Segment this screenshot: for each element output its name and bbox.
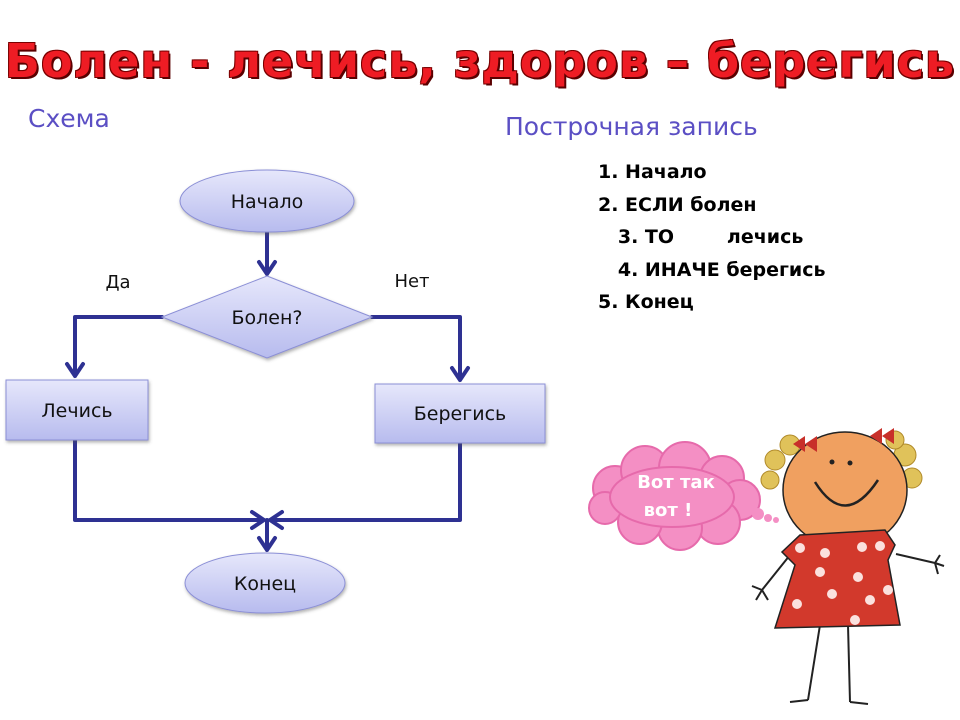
no-action-text: Берегись xyxy=(414,403,506,425)
listing-heading: Построчная запись xyxy=(505,112,758,141)
step-item: 4. ИНАЧЕ берегись xyxy=(598,258,826,281)
slide-title: Болен - лечись, здоров – берегись xyxy=(4,34,956,88)
arrow-no-merge xyxy=(268,441,462,530)
yes-action-node xyxy=(5,379,149,441)
decision-text: Болен? xyxy=(232,307,303,329)
no-label: Нет xyxy=(394,271,429,292)
arrow-to-end xyxy=(257,518,277,552)
thought-bubble: Вот так вот ! xyxy=(588,441,779,551)
arrow-no xyxy=(370,315,470,382)
decision-node xyxy=(160,275,374,359)
end-node xyxy=(184,552,346,614)
yes-label: Да xyxy=(105,272,130,293)
start-node xyxy=(179,169,355,233)
connectors xyxy=(65,230,470,552)
arrow-start-to-decision xyxy=(257,230,277,276)
step-item: 5. Конец xyxy=(598,291,694,313)
start-text: Начало xyxy=(231,191,304,213)
bubble-line-2: вот ! xyxy=(644,500,693,521)
arrow-yes-merge xyxy=(73,438,266,530)
girl-illustration xyxy=(751,428,945,705)
arrow-yes xyxy=(65,315,164,378)
step-list: 1. Начало 2. ЕСЛИ болен 3. ТО лечись 4. … xyxy=(598,156,826,319)
step-item: 2. ЕСЛИ болен xyxy=(598,193,757,216)
yes-action-text: Лечись xyxy=(41,400,112,422)
no-action-node xyxy=(374,383,546,444)
schema-heading: Схема xyxy=(28,104,110,133)
step-item: 1. Начало xyxy=(598,161,707,183)
step-item: 3. ТО лечись xyxy=(598,226,804,248)
end-text: Конец xyxy=(234,573,296,595)
bubble-line-1: Вот так xyxy=(637,472,715,493)
